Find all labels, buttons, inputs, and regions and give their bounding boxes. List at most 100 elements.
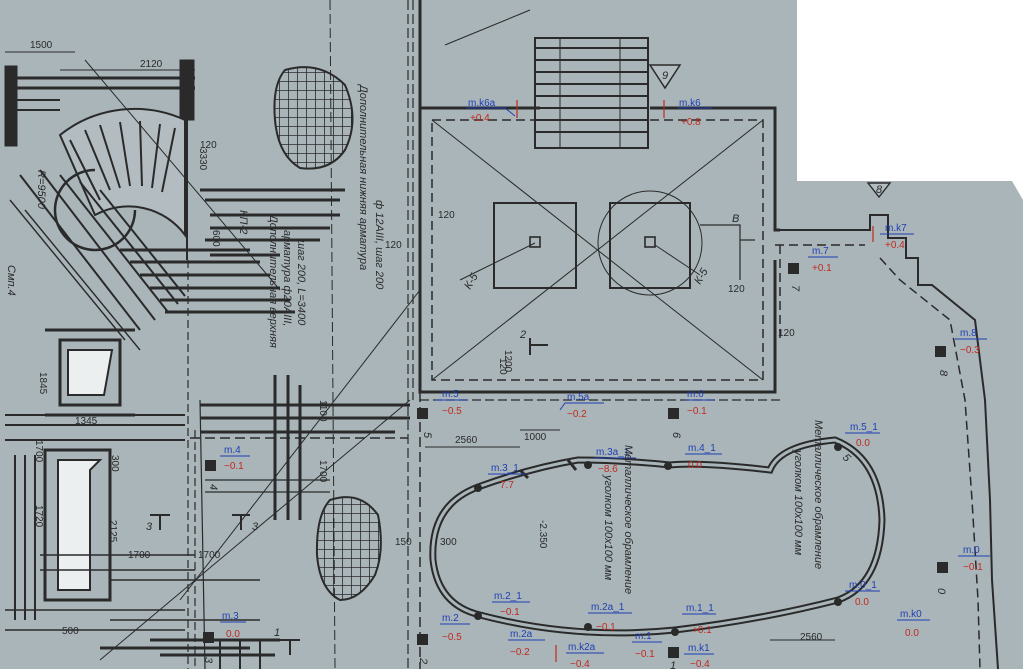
right-room	[190, 182, 999, 669]
mark-label: m.4_1	[688, 443, 716, 454]
mark-m-k2a: m.k2a −0.4	[555, 642, 604, 669]
arc-nodes	[474, 443, 842, 636]
mark-label: m.k0	[900, 609, 922, 620]
dim-120: 120	[778, 328, 795, 339]
mark-value: 0.0	[855, 597, 869, 608]
mark-label: m.3_1	[491, 463, 519, 474]
mark-m-1-1: m.1_1 +0.1	[682, 603, 716, 636]
axis-5: 5	[421, 432, 433, 439]
mark-m-6: m.6 −0.1	[685, 389, 714, 417]
mark-m-5-1: m.5_1 0.0	[845, 422, 880, 449]
mark-m-3-1: m.3_1 7.7	[488, 463, 525, 491]
label-kp2: КП-2	[237, 210, 249, 234]
dim-1000: 1000	[524, 432, 547, 443]
label-smp: Смп.4	[5, 265, 17, 296]
left-stair-region	[4, 51, 421, 669]
mark-label: m.2a	[510, 629, 533, 640]
mark-value: −0.5	[442, 632, 462, 643]
dim-120: 120	[497, 358, 508, 375]
mark-label: m.5_1	[850, 422, 878, 433]
level-marks: m.k6a +0.4 m.k6 +0.8 m.k7 +0.4 m.7 +0.1 …	[220, 98, 990, 669]
mark-value: 7.7	[500, 480, 514, 491]
dim-1700: 1700	[33, 440, 44, 463]
mark-label: m.k2a	[568, 642, 596, 653]
section-2: 2	[519, 329, 526, 341]
mark-value: −0.1	[963, 562, 983, 573]
mark-label: m.k7	[885, 223, 907, 234]
dim-2120: 2120	[140, 59, 163, 70]
dim-1200: 1200	[502, 350, 513, 373]
mark-label: m.1	[635, 631, 652, 642]
note-metal-frame: уголком 100х100 мм	[602, 474, 614, 581]
mark-m-2: m.2 −0.5	[440, 613, 470, 643]
mark-label: m.8	[960, 328, 977, 339]
axis-3: 3	[202, 657, 214, 664]
mark-m-5a: m.5a −0.2	[559, 392, 604, 420]
mark-m-2a: m.2a −0.2	[508, 629, 545, 658]
mark-value: −0.1	[687, 406, 707, 417]
dim-300: 300	[440, 537, 457, 548]
hatched-zone-top	[273, 66, 354, 170]
mark-m-k0: m.k0 0.0	[897, 609, 930, 639]
axis-1: 1	[670, 660, 676, 669]
mark-m-3a-1: m.3a_1 −8.6	[594, 447, 636, 475]
mark-value: 0.0	[905, 628, 919, 639]
mark-m-k7: m.k7 +0.4	[872, 223, 914, 251]
dim-300: 300	[109, 455, 120, 472]
dim-1500: 1500	[30, 40, 53, 51]
mark-m-5: m.5 −0.5	[435, 389, 468, 417]
mark-m-k1: m.k1 −0.4	[684, 643, 714, 669]
dim-1700: 1700	[198, 550, 221, 561]
mark-value: 0.0	[226, 629, 240, 640]
mark-label: m.1_1	[686, 603, 714, 614]
mark-label: m.k6a	[468, 98, 496, 109]
mark-value: −0.1	[224, 461, 244, 472]
section-3: 3	[252, 521, 259, 533]
mark-m-0-1: m.0_1 0.0	[845, 580, 880, 608]
annotations: КП-2 К-5 К-5 В R=9500 Смп.4 Дополнительн…	[5, 83, 824, 594]
dim-1845: 1845	[37, 372, 48, 395]
hatched-zone-bottom	[315, 496, 382, 602]
mark-value: −0.2	[510, 647, 530, 658]
mark-label: m.5a	[567, 392, 590, 403]
mark-value: 0.0	[688, 460, 702, 471]
dim-120: 120	[728, 284, 745, 295]
mark-label: m.6	[687, 389, 704, 400]
mark-value: −0.2	[567, 409, 587, 420]
mark-value: −0.1	[500, 607, 520, 618]
mark-m-0: m.0 −0.1	[958, 545, 990, 573]
mark-label: m.3a_1	[596, 447, 630, 458]
dim-1700: 1700	[128, 550, 151, 561]
note-metal-frame: Металлическое обрамление	[812, 420, 824, 569]
axis-4: 4	[207, 484, 219, 490]
dim-600: 600	[210, 230, 221, 247]
mark-value: −8.6	[598, 464, 618, 475]
mark-label: m.5	[442, 389, 459, 400]
mark-value: −0.1	[596, 622, 616, 633]
axis-7: 7	[789, 285, 801, 292]
section-1: 1	[274, 627, 280, 639]
mark-m-1: m.1 −0.1	[632, 631, 662, 660]
mark-value: +0.1	[692, 625, 712, 636]
dim-120: 120	[438, 210, 455, 221]
sign-9: 9	[662, 70, 668, 82]
mark-m-7: m.7 +0.1	[808, 246, 838, 274]
mark-value: +0.1	[812, 263, 832, 274]
dim-2560: 2560	[455, 435, 478, 446]
mark-label: m.2a_1	[591, 602, 625, 613]
dim-1100: 1100	[317, 400, 328, 422]
axis-6: 6	[670, 432, 682, 439]
benchmark-squares	[203, 263, 948, 658]
mark-m-8: m.8 −0.3	[955, 328, 987, 356]
mark-m-4-1: m.4_1 0.0	[685, 443, 722, 471]
mark-label: m.0_1	[849, 580, 877, 591]
dim-1345: 1345	[75, 416, 98, 427]
mark-value: +0.4	[470, 113, 490, 124]
label-radius: R=9500	[35, 170, 47, 210]
sign-8: 8	[876, 184, 883, 196]
dim-1700: 1700	[317, 460, 328, 483]
section-3: 3	[146, 521, 153, 533]
mark-label: m.4	[224, 445, 241, 456]
mark-m-2-1: m.2_1 −0.1	[492, 591, 530, 618]
dim-1720: 1720	[33, 505, 44, 528]
